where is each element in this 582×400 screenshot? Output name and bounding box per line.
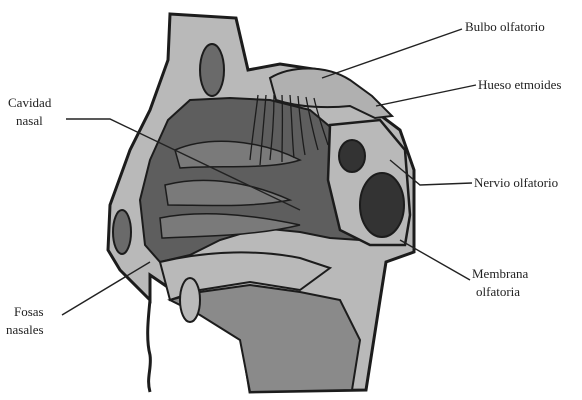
label-membrana-olfatoria-line2: olfatoria xyxy=(476,284,520,300)
label-hueso-etmoides: Hueso etmoides xyxy=(478,77,561,93)
label-nervio-olfatorio: Nervio olfatorio xyxy=(474,175,558,191)
leader-hueso xyxy=(376,85,476,106)
label-cavidad-nasal-line2: nasal xyxy=(16,113,43,129)
sphenoid-sinus xyxy=(339,140,365,172)
label-fosas-nasales-line1: Fosas xyxy=(14,304,44,320)
leader-membrana xyxy=(400,240,470,280)
sphenoid-sinus-large xyxy=(360,173,404,237)
leader-bulbo xyxy=(322,29,462,78)
frontal-sinus xyxy=(200,44,224,96)
label-cavidad-nasal-line1: Cavidad xyxy=(8,95,51,111)
label-bulbo-olfatorio: Bulbo olfatorio xyxy=(465,19,545,35)
label-fosas-nasales-line2: nasales xyxy=(6,322,44,338)
nostril-profile xyxy=(148,300,151,392)
bone-pocket-lower xyxy=(113,210,131,254)
palate-pocket xyxy=(180,278,200,322)
label-membrana-olfatoria-line1: Membrana xyxy=(472,266,528,282)
